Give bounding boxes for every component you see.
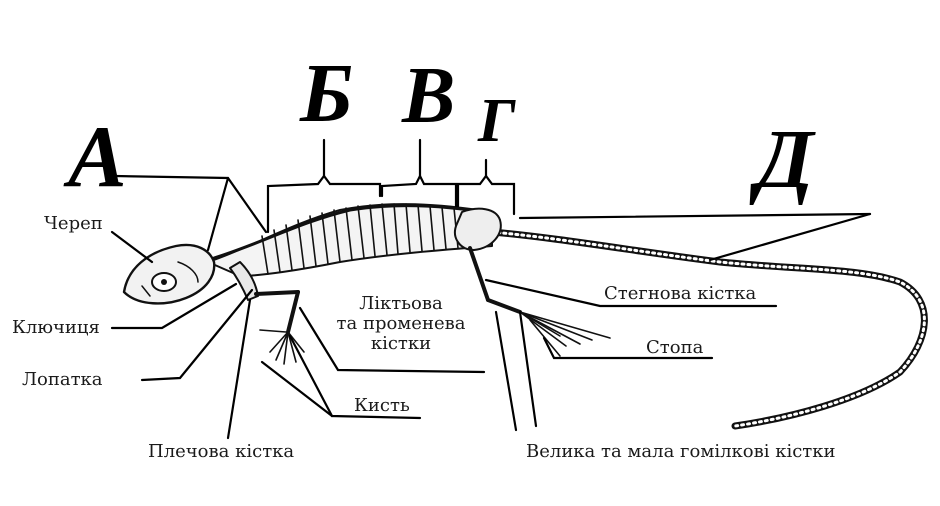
section-letter-a: А: [68, 114, 127, 202]
label-humerus: Плечова кістка: [148, 442, 294, 462]
label-femur: Стегнова кістка: [604, 284, 756, 304]
hind-foot: [520, 312, 610, 356]
label-scapula: Лопатка: [22, 370, 103, 390]
front-hand: [260, 330, 304, 364]
hind-shin: [488, 300, 520, 312]
hind-femur: [470, 248, 488, 300]
section-letter-b: Б: [300, 52, 353, 136]
front-forearm: [288, 292, 298, 332]
section-letter-v: В: [402, 56, 455, 136]
label-ulna-radius-line-2: та променева: [326, 314, 476, 334]
label-foot: Стопа: [646, 338, 703, 358]
label-clavicle: Ключиця: [12, 318, 100, 338]
label-hand: Кисть: [354, 396, 410, 416]
label-ulna-radius-line-1: Ліктьова: [326, 294, 476, 314]
section-letter-g: Г: [478, 90, 515, 152]
front-humerus: [256, 292, 298, 294]
bracket-v: [382, 176, 456, 206]
label-ulna-radius-line-3: кістки: [326, 334, 476, 354]
label-tibia-fibula: Велика та мала гомілкові кістки: [526, 442, 836, 462]
label-ulna-radius: Ліктьова та променева кістки: [326, 294, 476, 354]
pelvis: [455, 209, 501, 250]
label-skull: Череп: [44, 214, 103, 234]
section-letter-d: Д: [756, 118, 813, 202]
